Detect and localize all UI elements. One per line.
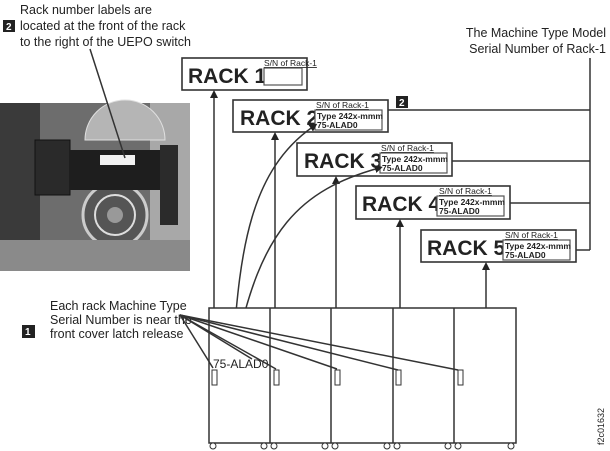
rack-4-label: RACK 4 S/N of Rack-1 Type 242x-mmm 75-AL…: [355, 185, 511, 220]
rack-label-text: RACK 3: [304, 150, 382, 173]
casters: [209, 442, 515, 450]
callout-badge-2: [3, 20, 15, 32]
callout-badge-1-number: 1: [25, 327, 31, 338]
serial-number-text: 75-ALAD0: [439, 206, 480, 216]
callout-1-pointers: [179, 314, 459, 371]
machine-type-note-line: Serial Number of Rack-1: [469, 42, 606, 56]
callout-2-line: Rack number labels are: [20, 3, 152, 17]
sn-caption: S/N of Rack-1: [505, 230, 558, 240]
serial-number-box: [379, 152, 448, 174]
latch-release: [211, 369, 464, 386]
callout-1-line: Each rack Machine Type: [50, 299, 187, 313]
callout-2: 2 Rack number labels are located at the …: [3, 3, 191, 49]
machine-type-text: Type 242x-mmm: [505, 241, 571, 251]
figure-id: f2c01632: [596, 408, 606, 445]
serial-connector-lines: [388, 58, 591, 251]
callout-2-line: to the right of the UEPO switch: [20, 35, 191, 49]
rack-5-label: RACK 5 S/N of Rack-1 Type 242x-mmm 75-AL…: [420, 229, 577, 263]
serial-number-box: [263, 67, 303, 86]
callout-1: 1 Each rack Machine Type Serial Number i…: [22, 299, 192, 341]
rack-3-label: RACK 3 S/N of Rack-1 Type 242x-mmm 75-AL…: [296, 142, 453, 177]
cabinet-serial-label: 75-ALAD0: [213, 357, 269, 371]
serial-number-text: 75-ALAD0: [505, 250, 546, 260]
serial-number-text: 75-ALAD0: [317, 120, 358, 130]
sn-caption: S/N of Rack-1: [439, 186, 492, 196]
rack-1-label: RACK 1 S/N of Rack-1: [181, 57, 317, 91]
rack-photo: [0, 99, 190, 271]
rack-number-label-in-photo: [100, 155, 135, 165]
machine-type-note: The Machine Type Model Serial Number of …: [466, 26, 606, 56]
callout-2-pointer: [89, 48, 126, 159]
rack-label-text: RACK 4: [362, 193, 440, 216]
sn-caption: S/N of Rack-1: [381, 143, 434, 153]
serial-number-box: [314, 109, 383, 131]
machine-type-text: Type 242x-mmm: [439, 197, 505, 207]
sn-caption: S/N of Rack-1: [316, 100, 369, 110]
machine-type-text: Type 242x-mmm: [382, 154, 448, 164]
callout-1-line: front cover latch release: [50, 327, 183, 341]
sn-caption: S/N of Rack-1: [264, 58, 317, 68]
serial-number-box: [436, 195, 505, 217]
machine-type-note-line: The Machine Type Model: [466, 26, 606, 40]
rack-label-text: RACK 2: [240, 107, 318, 130]
callout-badge-2: [396, 96, 408, 108]
callout-1-line: Serial Number is near the: [50, 313, 192, 327]
rack-label-text: RACK 1: [188, 65, 266, 88]
rack-label-text: RACK 5: [427, 237, 505, 260]
callout-badge-2-number: 2: [399, 98, 405, 109]
serial-number-box: [502, 239, 571, 261]
callout-badge-1: [22, 325, 35, 338]
serial-number-text: 75-ALAD0: [382, 163, 423, 173]
rack-2-label: RACK 2 S/N of Rack-1 Type 242x-mmm 75-AL…: [232, 99, 389, 133]
callout-2-line: located at the front of the rack: [20, 19, 186, 33]
machine-type-text: Type 242x-mmm: [317, 111, 383, 121]
callout-badge-2-number: 2: [6, 22, 12, 33]
